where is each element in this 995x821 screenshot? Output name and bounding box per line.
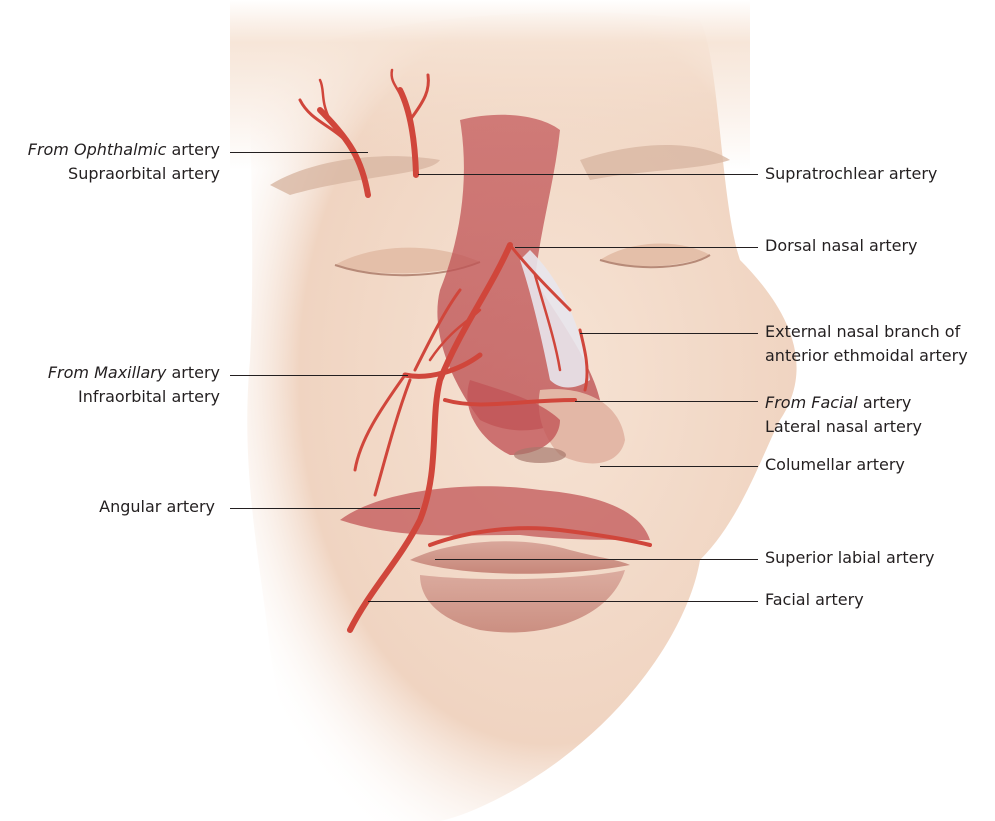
label-external-nasal-1: External nasal branch of [765, 321, 960, 343]
leader-columellar [600, 466, 758, 467]
leader-infraorbital [230, 375, 408, 376]
label-facial-suffix: artery [863, 393, 912, 412]
label-angular: Angular artery [99, 496, 215, 518]
label-maxillary-prefix: From Maxillary [48, 363, 167, 382]
label-external-nasal-2: anterior ethmoidal artery [765, 345, 968, 367]
label-superior-labial: Superior labial artery [765, 547, 935, 569]
leader-dorsal-nasal [515, 247, 758, 248]
leader-supratrochlear [418, 174, 758, 175]
leader-superior-labial [435, 559, 758, 560]
label-facial-prefix: From Facial [765, 393, 858, 412]
label-facial: From Facial artery [765, 392, 911, 414]
label-infraorbital: Infraorbital artery [78, 386, 220, 408]
nostril [514, 447, 566, 463]
label-supratrochlear: Supratrochlear artery [765, 163, 937, 185]
leader-facial-artery [368, 601, 758, 602]
leader-supraorbital [230, 152, 368, 153]
label-ophthalmic-suffix: artery [171, 140, 220, 159]
label-columellar: Columellar artery [765, 454, 905, 476]
label-lateral-nasal: Lateral nasal artery [765, 416, 922, 438]
label-maxillary-suffix: artery [171, 363, 220, 382]
label-ophthalmic-prefix: From Ophthalmic [28, 140, 167, 159]
leader-angular [230, 508, 420, 509]
label-maxillary: From Maxillary artery [48, 362, 220, 384]
leader-lateral-nasal [575, 401, 758, 402]
leader-external-nasal [580, 333, 758, 334]
label-facial-artery: Facial artery [765, 589, 864, 611]
label-dorsal-nasal: Dorsal nasal artery [765, 235, 918, 257]
label-ophthalmic: From Ophthalmic artery [28, 139, 220, 161]
label-supraorbital: Supraorbital artery [68, 163, 220, 185]
